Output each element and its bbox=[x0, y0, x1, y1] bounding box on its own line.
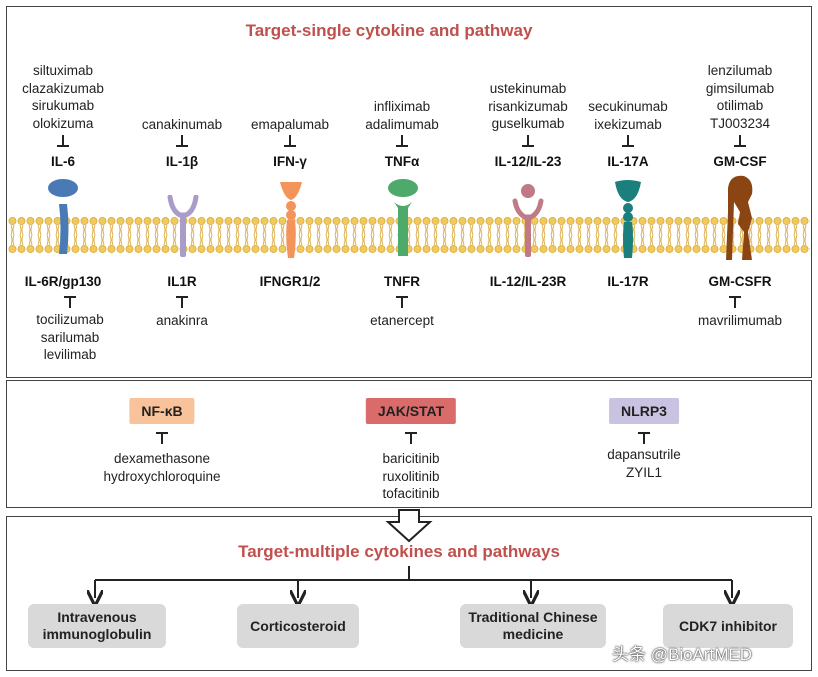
drug-mavrilimumab: mavrilimumab bbox=[697, 313, 783, 328]
cytokine-il6: IL-6 bbox=[50, 154, 76, 169]
therapy-traditional-chinese-medicine: Traditional Chinese medicine bbox=[460, 604, 606, 648]
watermark-text: 头条 @BioArtMED bbox=[612, 645, 753, 664]
drug-baricitinib: baricitinib bbox=[382, 451, 440, 466]
cell-membrane bbox=[8, 217, 810, 253]
drug-lenzilumab: lenzilumab bbox=[707, 63, 773, 78]
drug-tofacitinib: tofacitinib bbox=[382, 486, 440, 501]
down-arrow-icon bbox=[385, 509, 433, 543]
drug-list-jak-stat-inhibitors: baricitinib ruxolitinib tofacitinib bbox=[382, 450, 439, 503]
bottom-title: Target-multiple cytokines and pathways bbox=[238, 542, 560, 561]
drug-tocilizumab: tocilizumab bbox=[36, 312, 104, 327]
pathway-nfkb-box: NF-κB bbox=[129, 398, 195, 424]
drug-clazakizumab: clazakizumab bbox=[22, 80, 104, 96]
drug-list-il6-inhibitors: siltuximab clazakizumab sirukumab olokiz… bbox=[22, 62, 104, 132]
drug-sarilumab: sarilumab bbox=[40, 329, 100, 345]
drug-list-gmcsf-inhibitors: lenzilumab gimsilumab otilimab TJ003234 bbox=[706, 62, 774, 132]
drug-zyil1: ZYIL1 bbox=[625, 464, 663, 480]
branch-connector bbox=[80, 566, 740, 604]
cytokine-gmcsf: GM-CSF bbox=[713, 154, 767, 169]
receptor-il1r: IL1R bbox=[167, 274, 197, 289]
therapy-corticosteroid: Corticosteroid bbox=[237, 604, 359, 648]
pathway-jak-stat-box: JAK/STAT bbox=[365, 398, 457, 424]
drug-hydroxychloroquine: hydroxychloroquine bbox=[103, 468, 221, 484]
receptor-tnfr: TNFR bbox=[384, 274, 420, 289]
inhibit-symbol bbox=[729, 296, 741, 308]
inhibit-symbol bbox=[64, 296, 76, 308]
drug-risankizumab: risankizumab bbox=[488, 98, 568, 114]
inhibit-symbol bbox=[176, 296, 188, 308]
drug-secukinumab: secukinumab bbox=[588, 99, 668, 114]
drug-list-tnfa-inhibitors: infliximab adalimumab bbox=[365, 98, 439, 133]
top-title: Target-single cytokine and pathway bbox=[245, 21, 533, 40]
inhibit-symbol bbox=[57, 135, 69, 147]
cytokine-il17a: IL-17A bbox=[607, 154, 649, 169]
inhibit-symbol bbox=[734, 135, 746, 147]
inhibit-symbol bbox=[638, 432, 650, 444]
cytokine-ifng: IFN-γ bbox=[273, 154, 307, 169]
drug-list-il6r-inhibitors: tocilizumab sarilumab levilimab bbox=[36, 311, 104, 364]
il1r-receptor-icon bbox=[167, 195, 199, 257]
drug-list-il1r-inhibitors: anakinra bbox=[156, 312, 208, 330]
drug-tj003234: TJ003234 bbox=[709, 115, 771, 131]
receptor-il6r-gp130: IL-6R/gp130 bbox=[24, 274, 102, 289]
middle-panel bbox=[6, 380, 812, 508]
receptor-il12-il23r: IL-12/IL-23R bbox=[489, 274, 567, 289]
receptor-ifngr1-2: IFNGR1/2 bbox=[259, 274, 321, 289]
drug-infliximab: infliximab bbox=[373, 99, 431, 114]
drug-emapalumab: emapalumab bbox=[250, 117, 330, 132]
drug-gimsilumab: gimsilumab bbox=[705, 80, 775, 96]
drug-dapansutrile: dapansutrile bbox=[607, 447, 681, 462]
drug-siltuximab: siltuximab bbox=[32, 63, 94, 78]
drug-adalimumab: adalimumab bbox=[365, 116, 439, 132]
drug-list-il1b-inhibitors: canakinumab bbox=[142, 116, 222, 134]
drug-list-il12-il23-inhibitors: ustekinumab risankizumab guselkumab bbox=[488, 80, 568, 133]
drug-list-gmcsfr-inhibitors: mavrilimumab bbox=[698, 312, 782, 330]
il17r-receptor-icon bbox=[615, 180, 641, 258]
receptor-gmcsfr: GM-CSFR bbox=[708, 274, 772, 289]
inhibit-symbol bbox=[622, 135, 634, 147]
drug-dexamethasone: dexamethasone bbox=[113, 451, 211, 466]
therapy-cdk7-inhibitor: CDK7 inhibitor bbox=[663, 604, 793, 648]
drug-sirukumab: sirukumab bbox=[31, 98, 95, 113]
inhibit-symbol bbox=[522, 135, 534, 147]
drug-olokizuma: olokizuma bbox=[32, 115, 94, 131]
drug-list-ifng-inhibitors: emapalumab bbox=[251, 116, 329, 134]
inhibit-symbol bbox=[156, 432, 168, 444]
gmcsfr-receptor-icon bbox=[726, 175, 753, 260]
il12-il23r-receptor-icon bbox=[512, 184, 544, 257]
drug-levilimab: levilimab bbox=[43, 347, 97, 362]
pathway-nlrp3-box: NLRP3 bbox=[609, 398, 679, 424]
drug-otilimab: otilimab bbox=[716, 98, 764, 113]
top-panel bbox=[6, 6, 812, 378]
drug-ustekinumab: ustekinumab bbox=[489, 81, 567, 96]
therapy-ivig: Intravenous immunoglobulin bbox=[28, 604, 166, 648]
inhibit-symbol bbox=[284, 135, 296, 147]
drug-list-nfkb-inhibitors: dexamethasone hydroxychloroquine bbox=[103, 450, 220, 485]
receptor-il17r: IL-17R bbox=[607, 274, 649, 289]
cytokine-il1b: IL-1β bbox=[165, 154, 199, 169]
drug-ixekizumab: ixekizumab bbox=[594, 116, 662, 132]
il6-receptor-icon bbox=[48, 179, 78, 254]
inhibit-symbol bbox=[396, 135, 408, 147]
inhibit-symbol bbox=[405, 432, 417, 444]
drug-etanercept: etanercept bbox=[370, 313, 434, 328]
drug-ruxolitinib: ruxolitinib bbox=[382, 468, 440, 484]
cytokine-il12-il23: IL-12/IL-23 bbox=[494, 154, 562, 169]
drug-list-nlrp3-inhibitors: dapansutrile ZYIL1 bbox=[607, 446, 681, 481]
drug-guselkumab: guselkumab bbox=[491, 116, 565, 131]
tnfr-receptor-icon bbox=[388, 179, 418, 256]
inhibit-symbol bbox=[176, 135, 188, 147]
drug-list-tnfr-inhibitors: etanercept bbox=[370, 312, 434, 330]
cytokine-tnfa: TNFα bbox=[384, 154, 420, 169]
drug-canakinumab: canakinumab bbox=[141, 117, 223, 132]
ifngr-receptor-icon bbox=[280, 182, 302, 258]
inhibit-symbol bbox=[396, 296, 408, 308]
drug-anakinra: anakinra bbox=[156, 313, 208, 328]
drug-list-il17a-inhibitors: secukinumab ixekizumab bbox=[588, 98, 668, 133]
